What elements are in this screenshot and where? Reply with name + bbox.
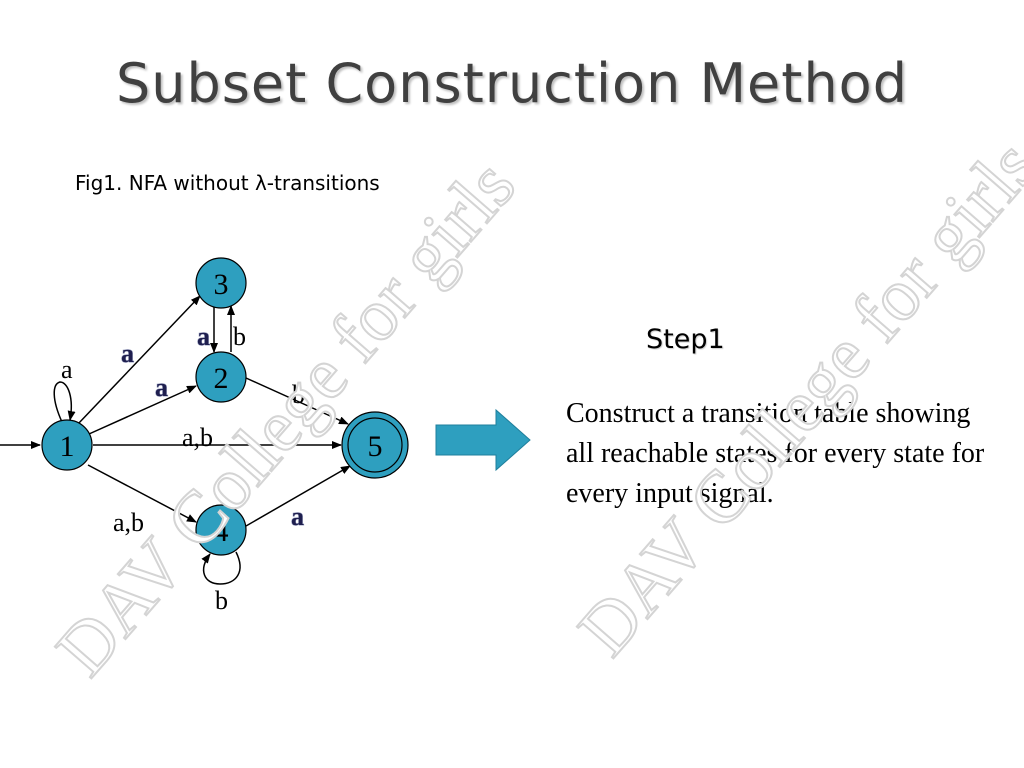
edge-label-1-to-2: a — [155, 373, 168, 402]
edge-label-1-to-4: a,b — [113, 508, 144, 537]
edge-label-1-self: a — [61, 355, 73, 384]
state-3: 3 — [195, 257, 247, 309]
state-1: 1 — [41, 419, 93, 471]
edge-label-4-to-5: a — [291, 502, 304, 531]
right-arrow-icon — [435, 408, 531, 472]
step-description: Construct a transition table showing all… — [566, 398, 985, 509]
edge-label-1-to-3: a — [121, 339, 134, 368]
page-title: Subset Construction Method — [116, 52, 908, 115]
state-2: 2 — [195, 351, 247, 403]
edge-1-self-loop — [53, 381, 76, 423]
edge-label-4-self: b — [215, 586, 228, 615]
figure-caption: Fig1. NFA without λ-transitions — [75, 171, 380, 195]
edge-label-3-to-2: a — [197, 322, 210, 351]
state-5-accept: 5 — [341, 411, 409, 479]
edge-4-self-loop — [201, 551, 241, 585]
edge-label-2-to-3: b — [233, 322, 246, 351]
step-heading: Step1 — [646, 324, 725, 355]
edge-label-2-to-5: b — [292, 380, 305, 409]
edge-4-to-5 — [245, 465, 351, 527]
edge-1-to-2 — [88, 385, 197, 435]
state-2-label: 2 — [214, 362, 229, 395]
edge-1-to-4 — [87, 464, 197, 523]
state-3-label: 3 — [214, 268, 229, 301]
state-4-label: 4 — [214, 515, 229, 548]
state-4: 4 — [195, 504, 247, 556]
edge-label-1-to-5: a,b — [182, 423, 213, 452]
edge-1-to-3 — [77, 295, 201, 425]
state-5-label: 5 — [368, 430, 383, 463]
state-1-label: 1 — [60, 430, 75, 463]
edge-2-to-5 — [245, 377, 349, 425]
